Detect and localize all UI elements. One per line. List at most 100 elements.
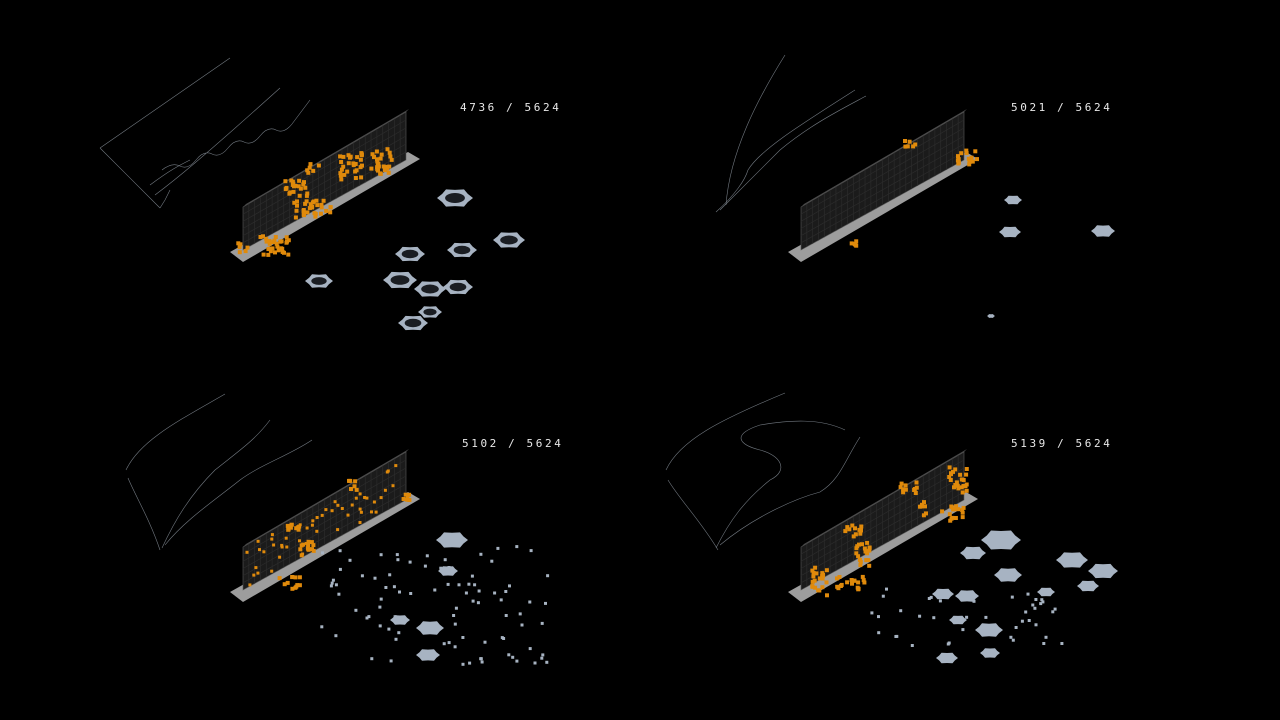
- highlight-block: [252, 573, 256, 577]
- highlight-block: [273, 235, 278, 239]
- wall-brick-line: [800, 459, 965, 555]
- debris-speck: [445, 567, 448, 571]
- debris-speck: [480, 660, 484, 664]
- wall-brick-line: [242, 483, 407, 576]
- highlight-block: [315, 529, 319, 533]
- highlight-block: [854, 243, 859, 248]
- highlight-block: [267, 241, 272, 246]
- highlight-block: [381, 164, 386, 169]
- wall-top: [243, 449, 409, 547]
- debris-speck: [470, 574, 474, 578]
- debris-hollow: [449, 282, 467, 292]
- highlight-block: [290, 586, 295, 591]
- highlight-block: [867, 545, 872, 550]
- highlight-block: [297, 193, 302, 198]
- highlight-block: [358, 492, 362, 496]
- highlight-block: [964, 472, 969, 477]
- highlight-block: [237, 250, 242, 255]
- highlight-block: [961, 478, 966, 482]
- highlight-block: [975, 157, 979, 162]
- debris-speck: [443, 558, 447, 562]
- debris-speck: [490, 559, 494, 563]
- highlight-block: [955, 483, 960, 488]
- highlight-block: [319, 205, 324, 210]
- highlight-block: [270, 533, 274, 537]
- highlight-block: [308, 162, 313, 167]
- highlight-block: [342, 172, 347, 177]
- highlight-block: [967, 160, 972, 164]
- highlight-block: [314, 198, 319, 203]
- highlight-block: [856, 554, 861, 559]
- highlight-block: [867, 563, 872, 568]
- debris-cluster: [999, 226, 1021, 238]
- highlight-block: [236, 241, 241, 246]
- highlight-block: [308, 202, 313, 207]
- debris-speck: [393, 615, 397, 619]
- debris-speck: [545, 660, 549, 664]
- debris-speck: [354, 608, 358, 612]
- debris-speck: [447, 566, 451, 569]
- debris-hollow: [404, 318, 422, 328]
- highlight-block: [286, 252, 291, 257]
- highlight-block: [960, 490, 965, 495]
- highlight-block: [340, 507, 344, 510]
- highlight-block: [258, 548, 261, 552]
- highlight-block: [810, 584, 815, 589]
- highlight-block: [293, 183, 298, 188]
- wall-brick-line: [800, 127, 965, 222]
- highlight-block: [254, 566, 258, 570]
- highlight-block: [824, 568, 829, 573]
- debris-speck: [423, 564, 427, 568]
- highlight-block: [949, 471, 953, 476]
- debris-speck: [321, 551, 324, 555]
- wall-brick-line: [800, 143, 965, 236]
- debris-speck: [447, 641, 451, 645]
- debris-speck: [348, 558, 352, 562]
- highlight-block: [339, 160, 344, 164]
- highlight-block: [264, 239, 269, 244]
- debris-speck: [1011, 638, 1015, 642]
- highlight-block: [346, 153, 351, 158]
- highlight-block: [964, 151, 969, 155]
- debris-speck: [965, 615, 969, 619]
- debris-speck: [504, 590, 508, 593]
- highlight-block: [947, 475, 952, 479]
- debris-speck: [389, 659, 393, 663]
- highlight-block: [301, 182, 306, 187]
- debris-speck: [471, 599, 475, 603]
- highlight-block: [307, 165, 312, 170]
- highlight-block: [903, 487, 908, 492]
- debris-speck: [932, 616, 936, 620]
- highlight-block: [378, 171, 383, 176]
- highlight-block: [298, 186, 303, 191]
- highlight-block: [389, 157, 394, 162]
- debris-speck: [1026, 592, 1030, 596]
- highlight-block: [289, 178, 294, 183]
- highlight-block: [339, 177, 344, 182]
- highlight-block: [313, 214, 318, 219]
- highlight-block: [266, 252, 271, 257]
- highlight-block: [958, 472, 963, 477]
- highlight-block: [297, 583, 302, 588]
- highlight-block: [312, 211, 317, 216]
- highlight-block: [959, 151, 964, 156]
- highlight-block: [956, 486, 961, 491]
- highlight-block: [967, 162, 972, 167]
- highlight-block: [820, 571, 825, 576]
- highlight-block: [237, 245, 242, 250]
- debris-speck: [1060, 642, 1064, 645]
- highlight-block: [905, 144, 910, 149]
- debris-speck: [1033, 606, 1037, 610]
- highlight-block: [267, 239, 272, 243]
- highlight-block: [953, 467, 958, 472]
- highlight-block: [293, 215, 298, 220]
- debris-speck: [379, 597, 383, 601]
- highlight-block: [387, 150, 392, 155]
- highlight-block: [912, 487, 917, 491]
- debris-speck: [540, 621, 544, 625]
- debris-speck: [425, 554, 429, 558]
- highlight-block: [321, 198, 326, 203]
- debris-speck: [439, 566, 443, 570]
- highlight-block: [378, 156, 383, 161]
- debris-hollow: [390, 275, 410, 285]
